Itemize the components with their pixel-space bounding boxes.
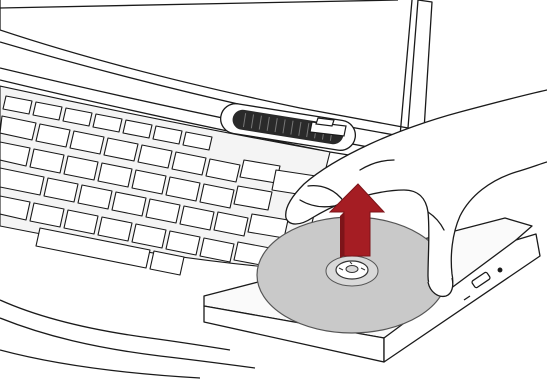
illustration-canvas (0, 0, 547, 382)
illustration (0, 0, 547, 382)
